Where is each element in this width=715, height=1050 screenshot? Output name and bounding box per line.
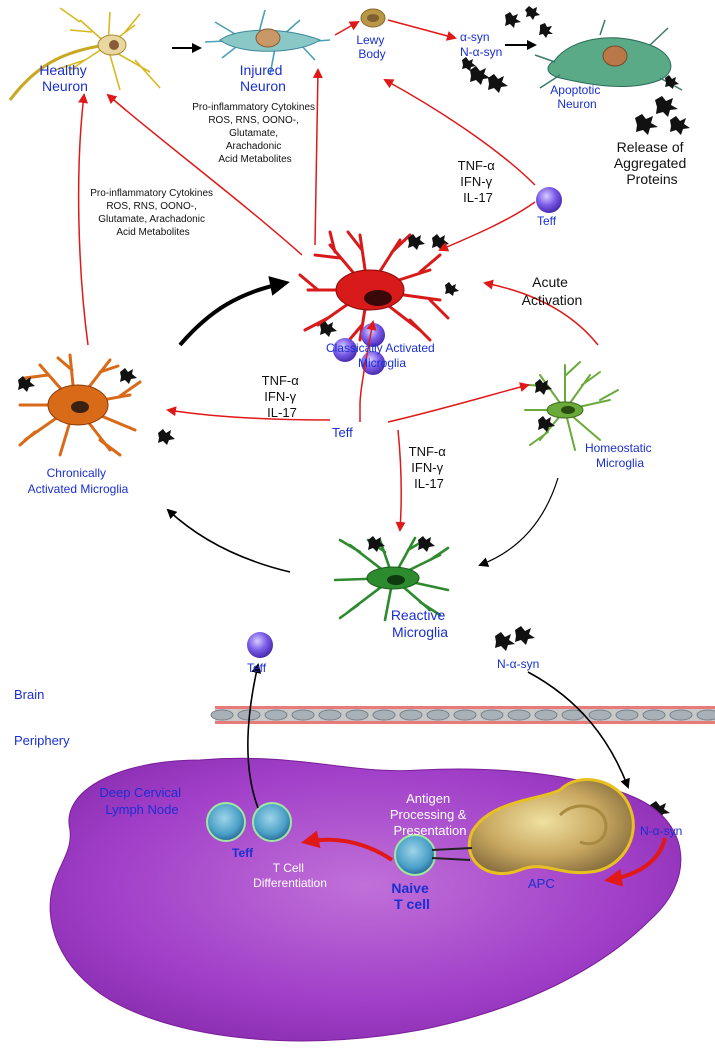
apc-icon xyxy=(467,778,635,876)
endothelial-cell-icon xyxy=(615,709,639,721)
tnf-right-label: TNF-α IFN-γ IL-17 xyxy=(409,444,450,491)
arrow-teff-to-classical-up xyxy=(359,320,377,422)
arrow-injured-to-lewy xyxy=(334,21,360,36)
arrow-lymph-to-teff xyxy=(247,663,262,809)
tnf-top-label: TNF-α IFN-γ IL-17 xyxy=(458,158,499,205)
asyn-label: α-syn xyxy=(460,30,490,44)
endothelial-cell-icon xyxy=(642,709,666,721)
arrow-teff-to-reactive xyxy=(395,429,406,532)
chronically-activated-microglia-icon xyxy=(18,353,142,457)
endothelial-cell-icon xyxy=(480,709,504,721)
endothelial-cell-icon xyxy=(372,709,396,721)
apoptotic-neuron-label: Apoptotic Neuron xyxy=(550,83,603,111)
endothelial-cell-icon xyxy=(507,709,531,721)
endothelial-cell-icon xyxy=(264,709,288,721)
antigen-label: Antigen Processing & Presentation xyxy=(390,791,470,838)
lewy-body-label: Lewy Body xyxy=(356,33,387,61)
arrow-classical-to-healthy xyxy=(106,93,303,256)
naive-t-cell-label: Naive T cell xyxy=(391,880,432,912)
endothelial-cell-icon xyxy=(426,709,450,721)
arrow-teff-to-homeostatic xyxy=(387,382,530,423)
homeostatic-microglia-icon xyxy=(524,361,619,451)
arrow-teff-to-chronic xyxy=(166,406,331,421)
injured-neuron-icon xyxy=(204,9,331,76)
classically-activated-label: Classically Activated Microglia xyxy=(326,341,438,370)
n-asyn-brain-label: N-α-syn xyxy=(497,657,539,671)
teff-brain-label: Teff xyxy=(247,661,267,675)
arrow-chronic-to-classical xyxy=(178,276,290,347)
lymph-node-label: Deep Cervical Lymph Node xyxy=(99,785,184,817)
endothelial-cell-icon xyxy=(345,709,369,721)
arrow-t-cell-differentiation xyxy=(301,830,394,862)
naive-t-cell-icon xyxy=(394,834,473,876)
apoptotic-neuron-icon xyxy=(534,19,683,91)
arrow-homeostatic-to-reactive xyxy=(478,477,559,567)
protein-aggregates-top-icon xyxy=(462,6,690,135)
teff-lymph-label: Teff xyxy=(232,846,254,860)
n-asyn-label: N-α-syn xyxy=(460,45,502,59)
arrow-nasyn-crossing xyxy=(527,671,630,789)
arrow-chronic-to-healthy xyxy=(77,93,89,346)
endothelial-cell-icon xyxy=(669,709,693,721)
arrow-lewy-to-asyn xyxy=(387,19,457,41)
lewy-body-icon xyxy=(360,8,386,28)
classically-activated-microglia-icon xyxy=(298,230,450,347)
teff-cell-top-icon xyxy=(536,187,562,213)
teff-cell-brain-icon xyxy=(247,632,273,658)
arrow-teff-to-classical xyxy=(438,201,536,252)
arrows xyxy=(77,19,667,887)
teff-top-label: Teff xyxy=(537,214,557,228)
healthy-neuron-label: Healthy Neuron xyxy=(39,62,90,94)
periphery-label: Periphery xyxy=(14,733,70,748)
reactive-label: Reactive Microglia xyxy=(391,607,449,640)
endothelial-cell-icon xyxy=(696,709,715,721)
t-cell-differentiation-label: T Cell Differentiation xyxy=(253,861,327,890)
endothelial-cell-icon xyxy=(453,709,477,721)
arrow-homeostatic-to-classical xyxy=(483,279,599,346)
healthy-neuron-icon xyxy=(8,7,161,101)
chronically-activated-label: Chronically Activated Microglia xyxy=(28,466,129,496)
release-aggregated-label: Release of Aggregated Proteins xyxy=(614,139,690,187)
arrow-reactive-to-chronic xyxy=(166,508,291,573)
arrow-teff-to-injured xyxy=(383,79,536,186)
protein-aggregates-middle-icon xyxy=(18,234,670,825)
teff-center-label: Teff xyxy=(332,425,353,440)
apc-label: APC xyxy=(528,876,555,891)
tnf-left-label: TNF-α IFN-γ IL-17 xyxy=(262,373,303,420)
acute-activation-label: Acute Activation xyxy=(522,274,583,308)
teff-lymph-cells-icon xyxy=(206,802,292,842)
endothelial-cell-icon xyxy=(534,709,558,721)
endothelial-cell-icon xyxy=(318,709,342,721)
brain-label: Brain xyxy=(14,687,44,702)
cytokines-upper-label: Pro-inflammatory Cytokines ROS, RNS, OON… xyxy=(192,102,318,165)
injured-neuron-label: Injured Neuron xyxy=(240,62,287,94)
endothelial-cell-icon xyxy=(399,709,423,721)
cytokines-left-label: Pro-inflammatory Cytokines ROS, RNS, OON… xyxy=(90,188,216,238)
arrow-nasyn-to-apc xyxy=(604,837,667,887)
endothelial-cell-icon xyxy=(210,709,234,721)
n-asyn-lymph-label: N-α-syn xyxy=(640,824,682,838)
endothelial-cell-icon xyxy=(588,709,612,721)
bbb-cells xyxy=(210,709,715,721)
arrow-classical-to-injured xyxy=(312,68,323,246)
homeostatic-label: Homeostatic Microglia xyxy=(585,441,655,470)
endothelial-cell-icon xyxy=(291,709,315,721)
